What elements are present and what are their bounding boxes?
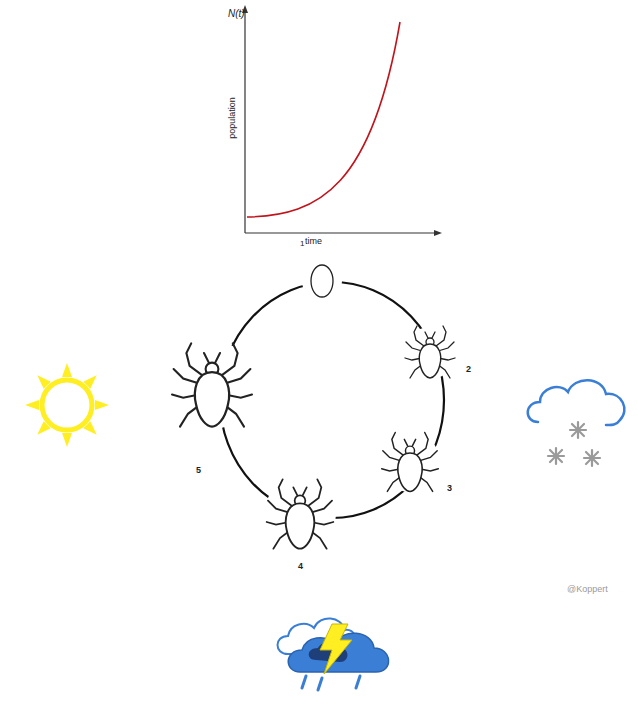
protonymph xyxy=(382,433,439,492)
larva xyxy=(405,326,455,378)
callout-number: 3 xyxy=(447,484,452,494)
egg xyxy=(311,265,333,297)
deutonymph xyxy=(267,479,334,548)
callout-number: 5 xyxy=(196,466,201,476)
snow-cloud-icon xyxy=(528,380,625,466)
exponential-curve xyxy=(247,22,400,217)
axis-title: N(t) xyxy=(228,8,245,19)
axis-title: population xyxy=(228,97,238,139)
callout-number: 4 xyxy=(298,562,303,572)
adult-mite xyxy=(172,343,252,426)
callout-number: 2 xyxy=(466,365,471,375)
callout-number: 1 xyxy=(300,240,304,249)
growth-chart xyxy=(242,5,442,236)
watermark: @Koppert xyxy=(567,585,608,595)
cycle-ring xyxy=(220,282,444,518)
storm-cloud-icon xyxy=(278,618,389,690)
sun-icon xyxy=(25,363,109,447)
axis-title: time xyxy=(305,237,322,247)
